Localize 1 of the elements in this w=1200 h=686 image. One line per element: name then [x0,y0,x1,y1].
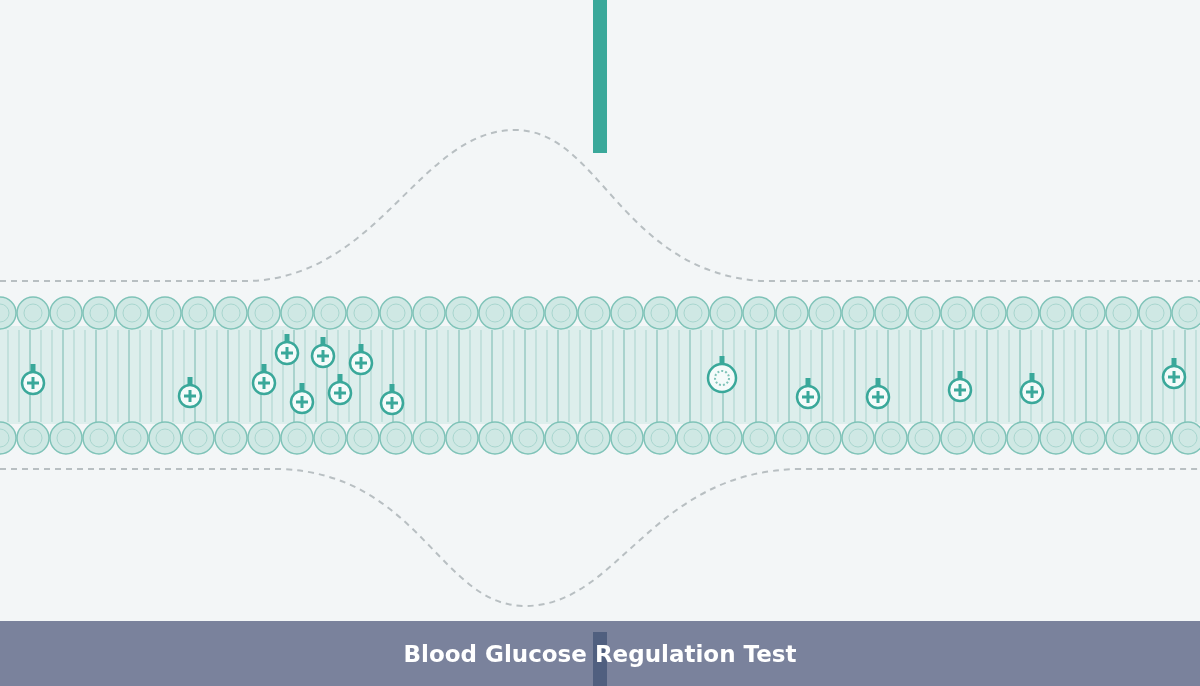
diagram-title: Blood Glucose Regulation Test [403,640,797,667]
